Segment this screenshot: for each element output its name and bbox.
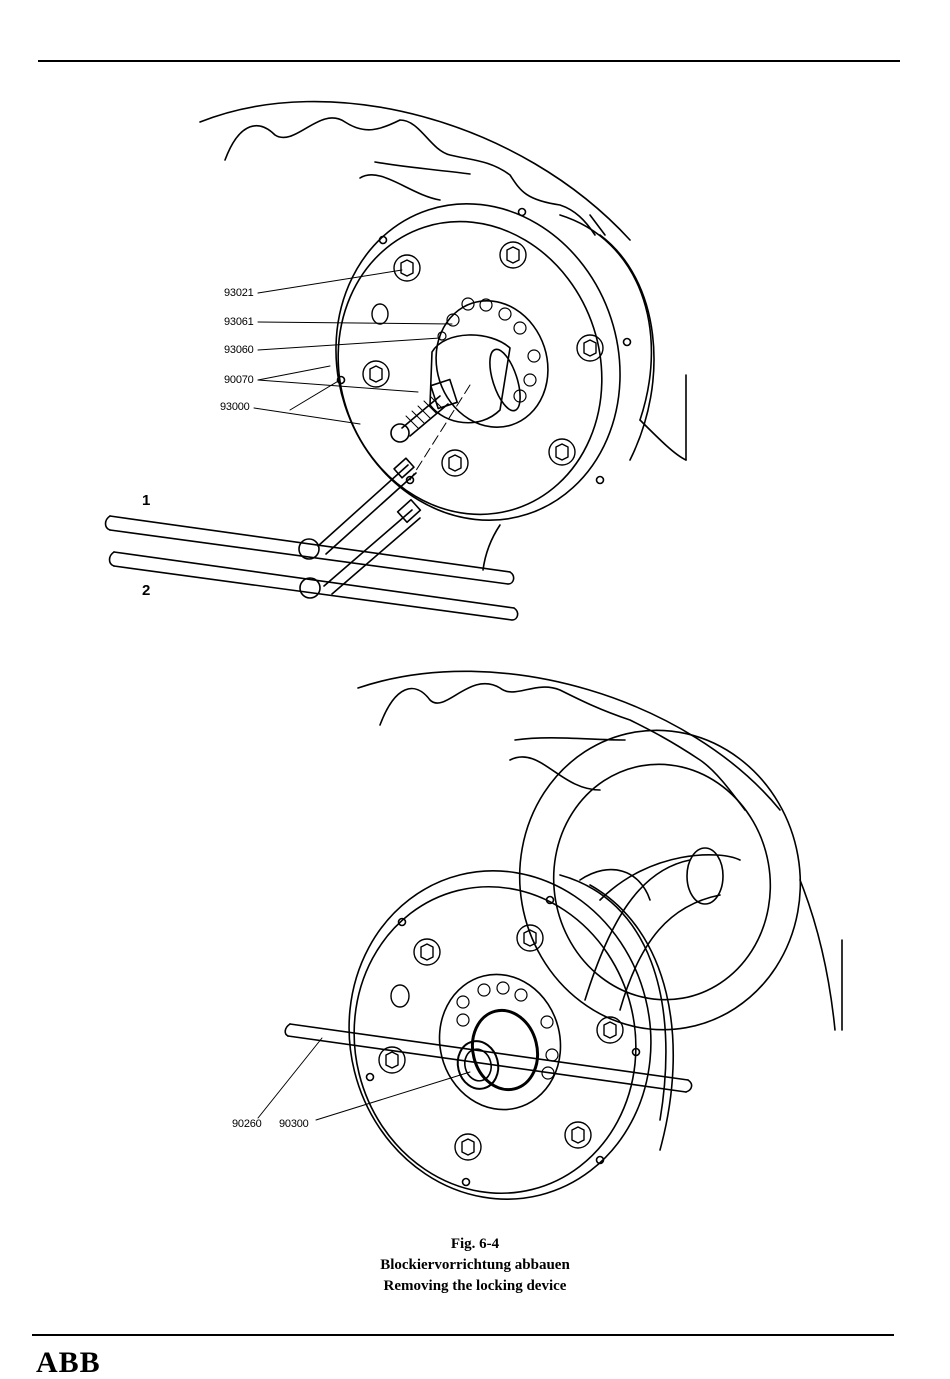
part-label-90260: 90260 xyxy=(232,1118,262,1130)
abb-logo: ABB xyxy=(36,1347,101,1379)
part-label-90070: 90070 xyxy=(224,374,254,386)
tool-number-1: 1 xyxy=(142,492,150,509)
caption-title-german: Blockiervorrichtung abbauen xyxy=(0,1255,950,1276)
lower-assembly-drawing xyxy=(258,671,842,1231)
part-label-93000: 93000 xyxy=(220,401,250,413)
tool-number-2: 2 xyxy=(142,582,150,599)
part-label-90300: 90300 xyxy=(279,1118,309,1130)
caption-title-english: Removing the locking device xyxy=(0,1276,950,1297)
footer-rule xyxy=(32,1334,894,1336)
part-label-93021: 93021 xyxy=(224,287,254,299)
figure-caption: Fig. 6-4 Blockiervorrichtung abbauen Rem… xyxy=(0,1234,950,1297)
part-label-93061: 93061 xyxy=(224,316,254,328)
part-label-93060: 93060 xyxy=(224,344,254,356)
figure-number: Fig. 6-4 xyxy=(0,1234,950,1255)
upper-assembly-drawing xyxy=(106,102,687,620)
